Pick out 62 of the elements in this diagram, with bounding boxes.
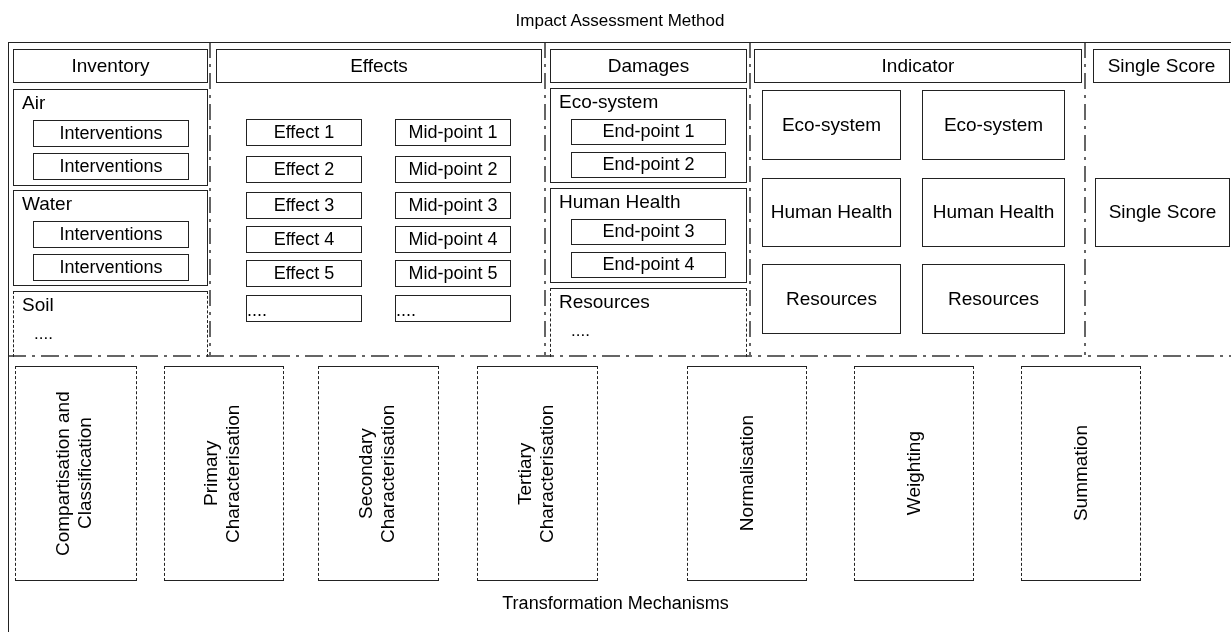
mechanism-box <box>477 366 598 581</box>
mechanism-box <box>687 366 807 581</box>
column-header: Damages <box>550 49 747 83</box>
group-heading: Human Health <box>559 191 681 213</box>
item-box: End-point 4 <box>571 252 726 278</box>
item-box: Interventions <box>33 120 189 147</box>
mechanism-label: Tertiary Characterisation <box>513 403 558 545</box>
item-box: Interventions <box>33 221 189 248</box>
group-box <box>13 89 208 186</box>
item-box: Mid-point 1 <box>395 119 511 146</box>
ellipsis-text: .... <box>34 324 53 344</box>
item-box: End-point 2 <box>571 152 726 178</box>
item-box: Mid-point 4 <box>395 226 511 253</box>
group-heading: Soil <box>22 294 54 316</box>
item-box: Mid-point 5 <box>395 260 511 287</box>
column-header: Effects <box>216 49 542 83</box>
group-box <box>13 190 208 286</box>
group-box <box>550 288 747 357</box>
group-heading: Air <box>22 92 46 114</box>
mechanism-label: Compartisation and Classification <box>52 390 96 558</box>
mechanism-box <box>318 366 439 581</box>
group-box <box>550 88 747 183</box>
item-box: End-point 1 <box>571 119 726 145</box>
indicator-box: Resources <box>762 264 901 334</box>
mechanism-box <box>1021 366 1141 581</box>
indicator-box: Eco-system <box>922 90 1065 160</box>
group-heading: Resources <box>559 291 650 313</box>
mechanism-box <box>15 366 137 581</box>
item-box: Mid-point 3 <box>395 192 511 219</box>
item-box: .... <box>246 295 362 322</box>
group-heading: Eco-system <box>559 91 659 113</box>
ellipsis-text: .... <box>571 321 590 341</box>
mechanism-label: Weighting <box>903 431 925 516</box>
item-box: Effect 1 <box>246 119 362 146</box>
item-box: Effect 2 <box>246 156 362 183</box>
item-box: Effect 5 <box>246 260 362 287</box>
column-header: Inventory <box>13 49 208 83</box>
item-box: Mid-point 2 <box>395 156 511 183</box>
column-header: Indicator <box>754 49 1082 83</box>
group-box <box>13 291 208 357</box>
frame-heading: Impact Assessment Method <box>514 11 726 31</box>
mechanism-label: Summation <box>1070 425 1092 522</box>
indicator-box: Single Score <box>1095 178 1230 247</box>
group-box <box>550 188 747 283</box>
indicator-box: Eco-system <box>762 90 901 160</box>
item-box: Effect 3 <box>246 192 362 219</box>
item-box: .... <box>395 295 511 322</box>
item-box: Interventions <box>33 254 189 281</box>
indicator-box: Human Health <box>922 178 1065 247</box>
mechanism-box <box>854 366 974 581</box>
group-heading: Water <box>22 193 72 215</box>
mechanism-box <box>164 366 284 581</box>
mechanism-label: Secondary Characterisation <box>354 403 399 545</box>
item-box: End-point 3 <box>571 219 726 245</box>
mechanism-label: Primary Characterisation <box>200 403 244 545</box>
indicator-box: Human Health <box>762 178 901 247</box>
item-box: Interventions <box>33 153 189 180</box>
item-box: Effect 4 <box>246 226 362 253</box>
indicator-box: Resources <box>922 264 1065 334</box>
column-header: Single Score <box>1093 49 1230 83</box>
mechanism-label: Normalisation <box>736 415 758 532</box>
section-label: Transformation Mechanisms <box>501 593 730 614</box>
